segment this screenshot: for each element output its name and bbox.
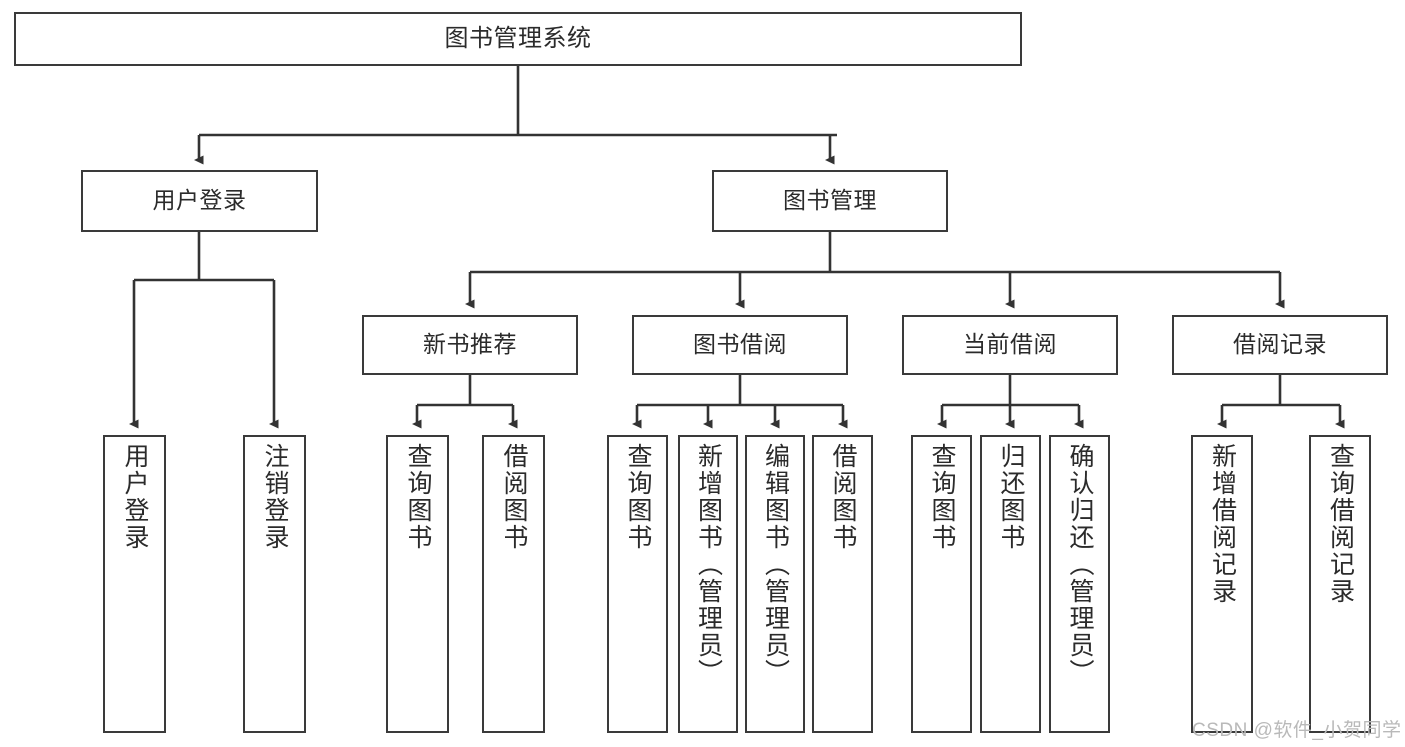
- node-label: 图书管理: [783, 187, 877, 214]
- node-root-system[interactable]: 图书管理系统: [14, 12, 1022, 66]
- leaf-current-borrow-return[interactable]: 归还图书: [980, 435, 1041, 733]
- csdn-watermark: CSDN @软件_小贺同学: [1192, 720, 1402, 741]
- node-label: 借阅图书: [829, 443, 857, 551]
- leaf-book-borrow-borrow[interactable]: 借阅图书: [812, 435, 873, 733]
- node-label: 查询图书: [928, 443, 956, 551]
- node-label: 新增图书（管理员）: [694, 443, 723, 686]
- node-label: 图书管理系统: [444, 24, 592, 52]
- node-label: 编辑图书（管理员）: [761, 443, 790, 686]
- node-current-borrow[interactable]: 当前借阅: [902, 315, 1118, 375]
- leaf-book-borrow-add[interactable]: 新增图书（管理员）: [678, 435, 738, 733]
- node-label: 注销登录: [261, 443, 289, 551]
- leaf-book-borrow-query[interactable]: 查询图书: [607, 435, 668, 733]
- node-label: 查询图书: [624, 443, 652, 551]
- node-label: 借阅记录: [1233, 331, 1327, 358]
- node-label: 用户登录: [152, 187, 247, 214]
- node-user-login[interactable]: 用户登录: [81, 170, 318, 232]
- leaf-new-book-query[interactable]: 查询图书: [386, 435, 449, 733]
- node-new-book-recommend[interactable]: 新书推荐: [362, 315, 578, 375]
- node-label: 新书推荐: [423, 331, 517, 358]
- node-label: 当前借阅: [963, 331, 1057, 358]
- node-label: 用户登录: [121, 443, 149, 551]
- node-book-management[interactable]: 图书管理: [712, 170, 948, 232]
- node-label: 借阅图书: [500, 443, 528, 551]
- leaf-borrow-record-add[interactable]: 新增借阅记录: [1191, 435, 1253, 733]
- leaf-current-borrow-confirm-return[interactable]: 确认归还（管理员）: [1049, 435, 1110, 733]
- leaf-book-borrow-edit[interactable]: 编辑图书（管理员）: [745, 435, 805, 733]
- node-label: 查询图书: [404, 443, 432, 551]
- leaf-current-borrow-query[interactable]: 查询图书: [911, 435, 972, 733]
- node-label: 归还图书: [997, 443, 1025, 551]
- node-label: 图书借阅: [693, 331, 787, 358]
- leaf-user-login-login[interactable]: 用户登录: [103, 435, 166, 733]
- node-book-borrow[interactable]: 图书借阅: [632, 315, 848, 375]
- leaf-new-book-borrow[interactable]: 借阅图书: [482, 435, 545, 733]
- leaf-borrow-record-query[interactable]: 查询借阅记录: [1309, 435, 1371, 733]
- node-label: 新增借阅记录: [1208, 443, 1237, 605]
- node-label: 查询借阅记录: [1326, 443, 1355, 605]
- node-borrow-records[interactable]: 借阅记录: [1172, 315, 1388, 375]
- node-label: 确认归还（管理员）: [1066, 443, 1094, 686]
- leaf-user-login-logout[interactable]: 注销登录: [243, 435, 306, 733]
